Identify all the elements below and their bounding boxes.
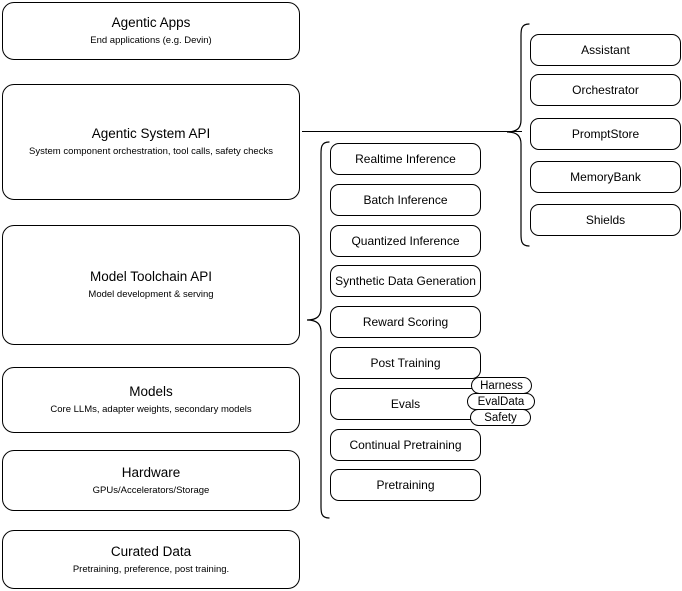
item-label-synthetic-data-generation: Synthetic Data Generation <box>335 273 476 288</box>
item-assistant[interactable]: Assistant <box>530 34 681 66</box>
item-reward-scoring[interactable]: Reward Scoring <box>330 306 481 338</box>
item-evals[interactable]: Evals <box>330 388 481 420</box>
layer-subtitle-hardware: GPUs/Accelerators/Storage <box>92 484 210 496</box>
item-post-training[interactable]: Post Training <box>330 347 481 379</box>
brace-system-components <box>505 22 531 248</box>
layer-subtitle-models: Core LLMs, adapter weights, secondary mo… <box>50 404 252 415</box>
item-pretraining[interactable]: Pretraining <box>330 469 481 501</box>
item-label-reward-scoring: Reward Scoring <box>362 314 449 329</box>
layer-box-model-toolchain-api[interactable]: Model Toolchain API Model development & … <box>2 225 300 345</box>
item-continual-pretraining[interactable]: Continual Pretraining <box>330 429 481 461</box>
layer-subtitle-curated-data: Pretraining, preference, post training. <box>72 563 230 575</box>
pill-label-harness: Harness <box>480 379 523 392</box>
item-label-quantized-inference: Quantized Inference <box>351 233 460 248</box>
pill-harness[interactable]: Harness <box>471 377 532 394</box>
pill-label-safety: Safety <box>484 411 517 424</box>
layer-box-curated-data[interactable]: Curated Data Pretraining, preference, po… <box>2 530 300 589</box>
layer-title-agentic-system-api: Agentic System API <box>91 126 211 141</box>
connector-system-api-to-components <box>302 131 522 132</box>
item-label-memorybank: MemoryBank <box>570 169 641 184</box>
item-quantized-inference[interactable]: Quantized Inference <box>330 225 481 257</box>
pill-safety[interactable]: Safety <box>470 409 531 426</box>
item-label-promptstore: PromptStore <box>571 126 640 141</box>
item-label-shields: Shields <box>585 212 626 227</box>
layer-box-agentic-system-api[interactable]: Agentic System API System component orch… <box>2 84 300 200</box>
item-label-evals: Evals <box>390 396 421 411</box>
item-orchestrator[interactable]: Orchestrator <box>530 74 681 106</box>
layer-title-model-toolchain-api: Model Toolchain API <box>89 269 213 284</box>
brace-toolchain <box>305 140 331 520</box>
item-label-post-training: Post Training <box>370 355 441 370</box>
item-label-orchestrator: Orchestrator <box>572 82 639 97</box>
layer-box-hardware[interactable]: Hardware GPUs/Accelerators/Storage <box>2 450 300 511</box>
item-batch-inference[interactable]: Batch Inference <box>330 184 481 216</box>
pill-evaldata[interactable]: EvalData <box>467 393 535 410</box>
item-realtime-inference[interactable]: Realtime Inference <box>330 143 481 175</box>
layer-subtitle-model-toolchain-api: Model development & serving <box>88 289 214 300</box>
layer-subtitle-agentic-apps: End applications (e.g. Devin) <box>90 35 212 46</box>
item-label-assistant: Assistant <box>581 42 630 57</box>
layer-title-agentic-apps: Agentic Apps <box>111 15 191 30</box>
item-label-batch-inference: Batch Inference <box>363 192 448 207</box>
layer-title-models: Models <box>129 384 173 399</box>
layer-subtitle-agentic-system-api: System component orchestration, tool cal… <box>29 146 273 157</box>
layer-title-curated-data: Curated Data <box>110 543 192 559</box>
item-label-realtime-inference: Realtime Inference <box>355 151 456 166</box>
pill-label-evaldata: EvalData <box>477 395 525 408</box>
item-label-continual-pretraining: Continual Pretraining <box>349 437 462 452</box>
layer-box-agentic-apps[interactable]: Agentic Apps End applications (e.g. Devi… <box>2 2 300 60</box>
item-shields[interactable]: Shields <box>530 204 681 236</box>
item-memorybank[interactable]: MemoryBank <box>530 161 681 193</box>
layer-box-models[interactable]: Models Core LLMs, adapter weights, secon… <box>2 367 300 433</box>
item-promptstore[interactable]: PromptStore <box>530 118 681 150</box>
item-label-pretraining: Pretraining <box>376 477 435 492</box>
item-synthetic-data-generation[interactable]: Synthetic Data Generation <box>330 265 481 297</box>
layer-title-hardware: Hardware <box>121 464 181 480</box>
